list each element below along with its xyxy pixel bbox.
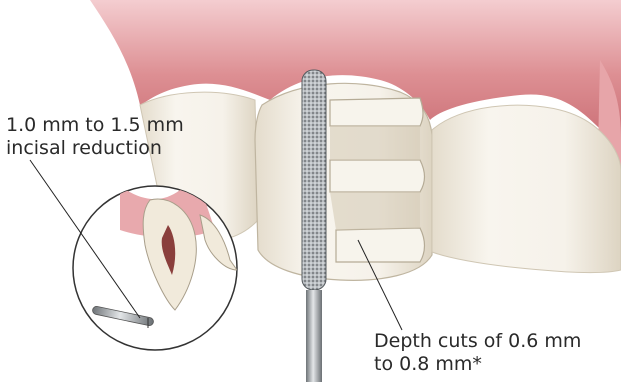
depth-cuts-line-1: Depth cuts of 0.6 mm: [374, 330, 581, 353]
incisal-reduction-line-1: 1.0 mm to 1.5 mm: [6, 114, 184, 137]
depth-cuts-line-2: to 0.8 mm*: [374, 353, 581, 376]
groove-shadow-2: [330, 192, 420, 230]
bur-diamond-tip: [302, 70, 326, 290]
groove-shadow: [330, 126, 420, 160]
groove-middle: [330, 160, 425, 192]
incisal-reduction-line-2: incisal reduction: [6, 137, 184, 160]
incisal-reduction-label: 1.0 mm to 1.5 mm incisal reduction: [6, 114, 184, 160]
depth-cuts-label: Depth cuts of 0.6 mm to 0.8 mm*: [374, 330, 581, 376]
groove-bottom: [336, 228, 425, 262]
incisal-reduction-inset: [73, 186, 237, 350]
diamond-bur: [302, 70, 326, 382]
bur-shank: [306, 290, 322, 382]
depth-cut-grooves: [330, 98, 425, 262]
right-tooth: [432, 105, 621, 272]
groove-top: [330, 98, 423, 126]
